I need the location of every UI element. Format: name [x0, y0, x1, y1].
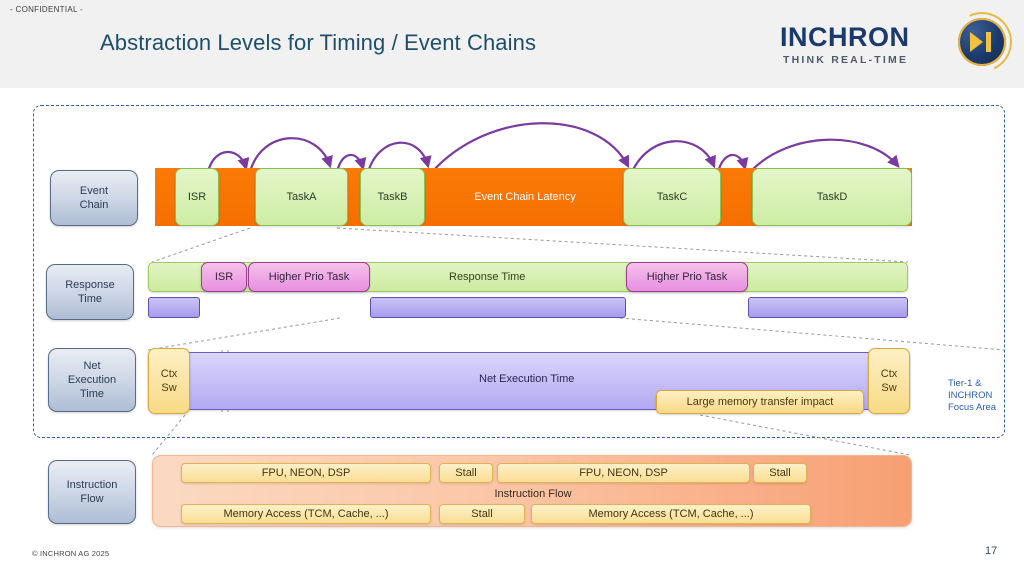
response-time-exec-slice-2: [370, 297, 626, 318]
segment-label: Net Execution Time: [479, 373, 575, 385]
segment-label: TaskC: [656, 191, 688, 203]
row-label-line2: Flow: [80, 493, 104, 505]
net-execution-segment-ctx-sw-left[interactable]: Ctx Sw: [148, 348, 190, 414]
row-label-net-execution-time: Net Execution Time: [48, 348, 136, 412]
row-label-response-time: Response Time: [46, 264, 134, 320]
segment-label: Memory Access (TCM, Cache, ...): [588, 508, 754, 520]
row-label-line2: Execution: [67, 374, 117, 386]
row-label-instruction-flow: Instruction Flow: [48, 460, 136, 524]
row-label-line2: Chain: [79, 199, 109, 211]
response-time-segment-higher-prio-2[interactable]: Higher Prio Task: [626, 262, 748, 292]
event-chain-segment-taska[interactable]: TaskA: [255, 168, 348, 226]
inchron-logo: INCHRON THINK REAL-TIME: [780, 3, 1021, 81]
row-label-event-chain: Event Chain: [50, 170, 138, 226]
slide-header: - CONFIDENTIAL - Abstraction Levels for …: [0, 0, 1024, 88]
segment-label-line2: Sw: [161, 382, 177, 394]
segment-label: Event Chain Latency: [474, 191, 576, 203]
instruction-flow-bottom-segment-stall[interactable]: Stall: [439, 504, 525, 524]
segment-label-line1: Ctx: [160, 368, 178, 380]
segment-label: Stall: [471, 508, 493, 520]
response-time-track: Response Time ISR Higher Prio Task Highe…: [148, 262, 908, 318]
segment-label: FPU, NEON, DSP: [579, 467, 668, 479]
response-time-segment-isr[interactable]: ISR: [201, 262, 247, 292]
instruction-flow-bottom-segment-memory-1[interactable]: Memory Access (TCM, Cache, ...): [181, 504, 431, 524]
row-label-line3: Time: [79, 388, 105, 400]
instruction-flow-track: Instruction Flow FPU, NEON, DSP Stall FP…: [152, 455, 912, 527]
segment-label: ISR: [187, 191, 207, 203]
segment-label: Higher Prio Task: [646, 271, 728, 283]
logo-play-mark-icon: [943, 3, 1021, 81]
segment-label: TaskA: [286, 191, 317, 203]
event-chain-segment-taskc[interactable]: TaskC: [623, 168, 721, 226]
segment-label: Response Time: [449, 271, 526, 283]
response-time-exec-slice-3: [748, 297, 908, 318]
page-title: Abstraction Levels for Timing / Event Ch…: [100, 30, 537, 55]
instruction-flow-top-segment-stall-2[interactable]: Stall: [753, 463, 807, 483]
response-time-exec-slice-1: [148, 297, 200, 318]
instruction-flow-bottom-segment-memory-2[interactable]: Memory Access (TCM, Cache, ...): [531, 504, 811, 524]
logo-bar-icon: [986, 32, 991, 52]
instruction-flow-top-segment-fpu-2[interactable]: FPU, NEON, DSP: [497, 463, 750, 483]
segment-label: Higher Prio Task: [268, 271, 350, 283]
logo-tagline: THINK REAL-TIME: [783, 54, 909, 66]
confidential-marking: - CONFIDENTIAL -: [10, 5, 83, 14]
segment-label-line1: Ctx: [880, 368, 898, 380]
focus-area-frame: [33, 105, 1005, 438]
net-execution-segment-memory-impact[interactable]: Large memory transfer impact: [656, 390, 864, 414]
row-label-line1: Response: [65, 279, 115, 291]
segment-label: FPU, NEON, DSP: [261, 467, 351, 479]
segment-label: TaskB: [377, 191, 408, 203]
focus-area-note: Tier-1 & INCHRON Focus Area: [948, 378, 997, 413]
row-label-line1: Event: [79, 185, 109, 197]
instruction-flow-title: Instruction Flow: [153, 486, 913, 502]
row-label-line2: Time: [77, 293, 103, 305]
event-chain-segment-taskd[interactable]: TaskD: [752, 168, 912, 226]
event-chain-track: ISR TaskA TaskB Event Chain Latency Task…: [155, 168, 912, 226]
net-execution-segment-ctx-sw-right[interactable]: Ctx Sw: [868, 348, 910, 414]
logo-triangle-icon: [970, 32, 983, 52]
row-label-line1: Instruction: [66, 479, 118, 491]
net-execution-track: Net Execution Time Ctx Sw Large memory t…: [148, 348, 910, 414]
segment-label: Instruction Flow: [494, 488, 572, 500]
segment-label: TaskD: [816, 191, 848, 203]
segment-label: ISR: [214, 271, 234, 283]
event-chain-latency-label: Event Chain Latency: [430, 168, 620, 226]
logo-wordmark: INCHRON: [780, 22, 910, 52]
event-chain-segment-taskb[interactable]: TaskB: [360, 168, 425, 226]
row-label-line1: Net: [83, 360, 101, 372]
segment-label: Memory Access (TCM, Cache, ...): [223, 508, 389, 520]
footer-copyright: © INCHRON AG 2025: [32, 549, 110, 558]
segment-label: Stall: [769, 467, 791, 479]
response-time-segment-higher-prio-1[interactable]: Higher Prio Task: [248, 262, 370, 292]
segment-label: Stall: [455, 467, 477, 479]
segment-label: Large memory transfer impact: [686, 396, 834, 408]
instruction-flow-top-segment-stall-1[interactable]: Stall: [439, 463, 493, 483]
event-chain-segment-isr[interactable]: ISR: [175, 168, 219, 226]
instruction-flow-top-segment-fpu-1[interactable]: FPU, NEON, DSP: [181, 463, 431, 483]
segment-label-line2: Sw: [881, 382, 897, 394]
footer-page-number: 17: [985, 545, 998, 557]
